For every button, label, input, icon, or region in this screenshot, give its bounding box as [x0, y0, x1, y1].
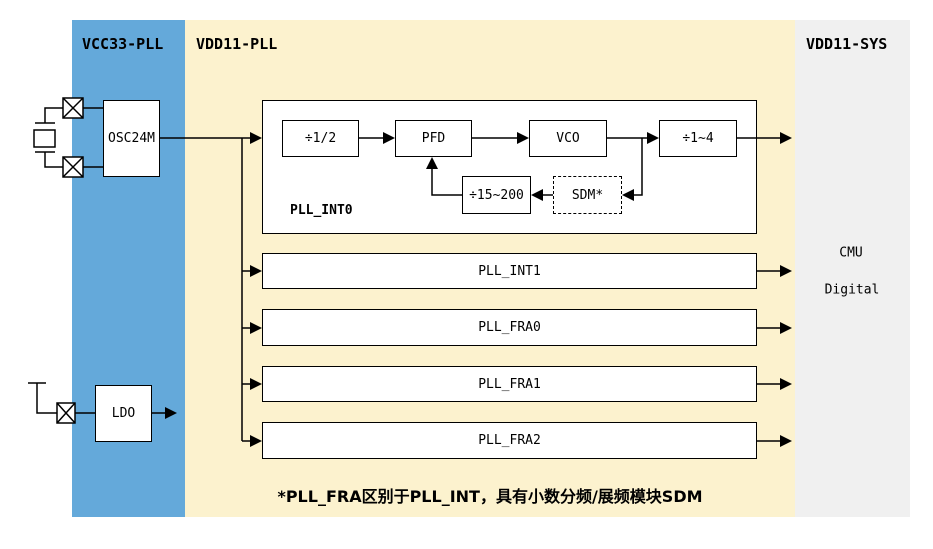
digital-label: Digital	[824, 282, 880, 298]
block-pll-fra0: PLL_FRA0	[262, 309, 757, 346]
footnote: *PLL_FRA区别于PLL_INT，具有小数分频/展频模块SDM	[277, 487, 703, 506]
block-pfd: PFD	[395, 120, 472, 157]
block-postdiv: ÷1~4	[659, 120, 737, 157]
region-label-vdd11-sys: VDD11-SYS	[806, 35, 888, 53]
cmu-label: CMU	[839, 245, 863, 261]
wire-vco-to-sdm	[622, 138, 643, 201]
block-prediv: ÷1/2	[282, 120, 359, 157]
block-fbdiv: ÷15~200	[462, 176, 531, 214]
block-pll-fra2: PLL_FRA2	[262, 422, 757, 459]
block-pll-fra1: PLL_FRA1	[262, 366, 757, 402]
crystal-icon	[33, 107, 103, 168]
pin-pad-icon	[62, 156, 84, 178]
wire-fbdiv-to-pfd	[426, 157, 462, 196]
pin-pad-icon	[62, 97, 84, 119]
block-ldo: LDO	[95, 385, 152, 442]
block-pll-int1: PLL_INT1	[262, 253, 757, 289]
region-vdd11-sys	[795, 20, 910, 517]
pin-pad-icon	[56, 402, 76, 424]
block-osc24m: OSC24M	[103, 100, 160, 177]
signal-wires	[152, 132, 792, 447]
region-label-vdd11-pll: VDD11-PLL	[196, 35, 278, 53]
block-sdm: SDM*	[553, 176, 622, 214]
pll-int0-label: PLL_INT0	[290, 203, 353, 218]
region-label-vcc33-pll: VCC33-PLL	[82, 35, 164, 53]
ldo-input-pin-icon	[28, 382, 95, 414]
block-vco: VCO	[529, 120, 607, 157]
